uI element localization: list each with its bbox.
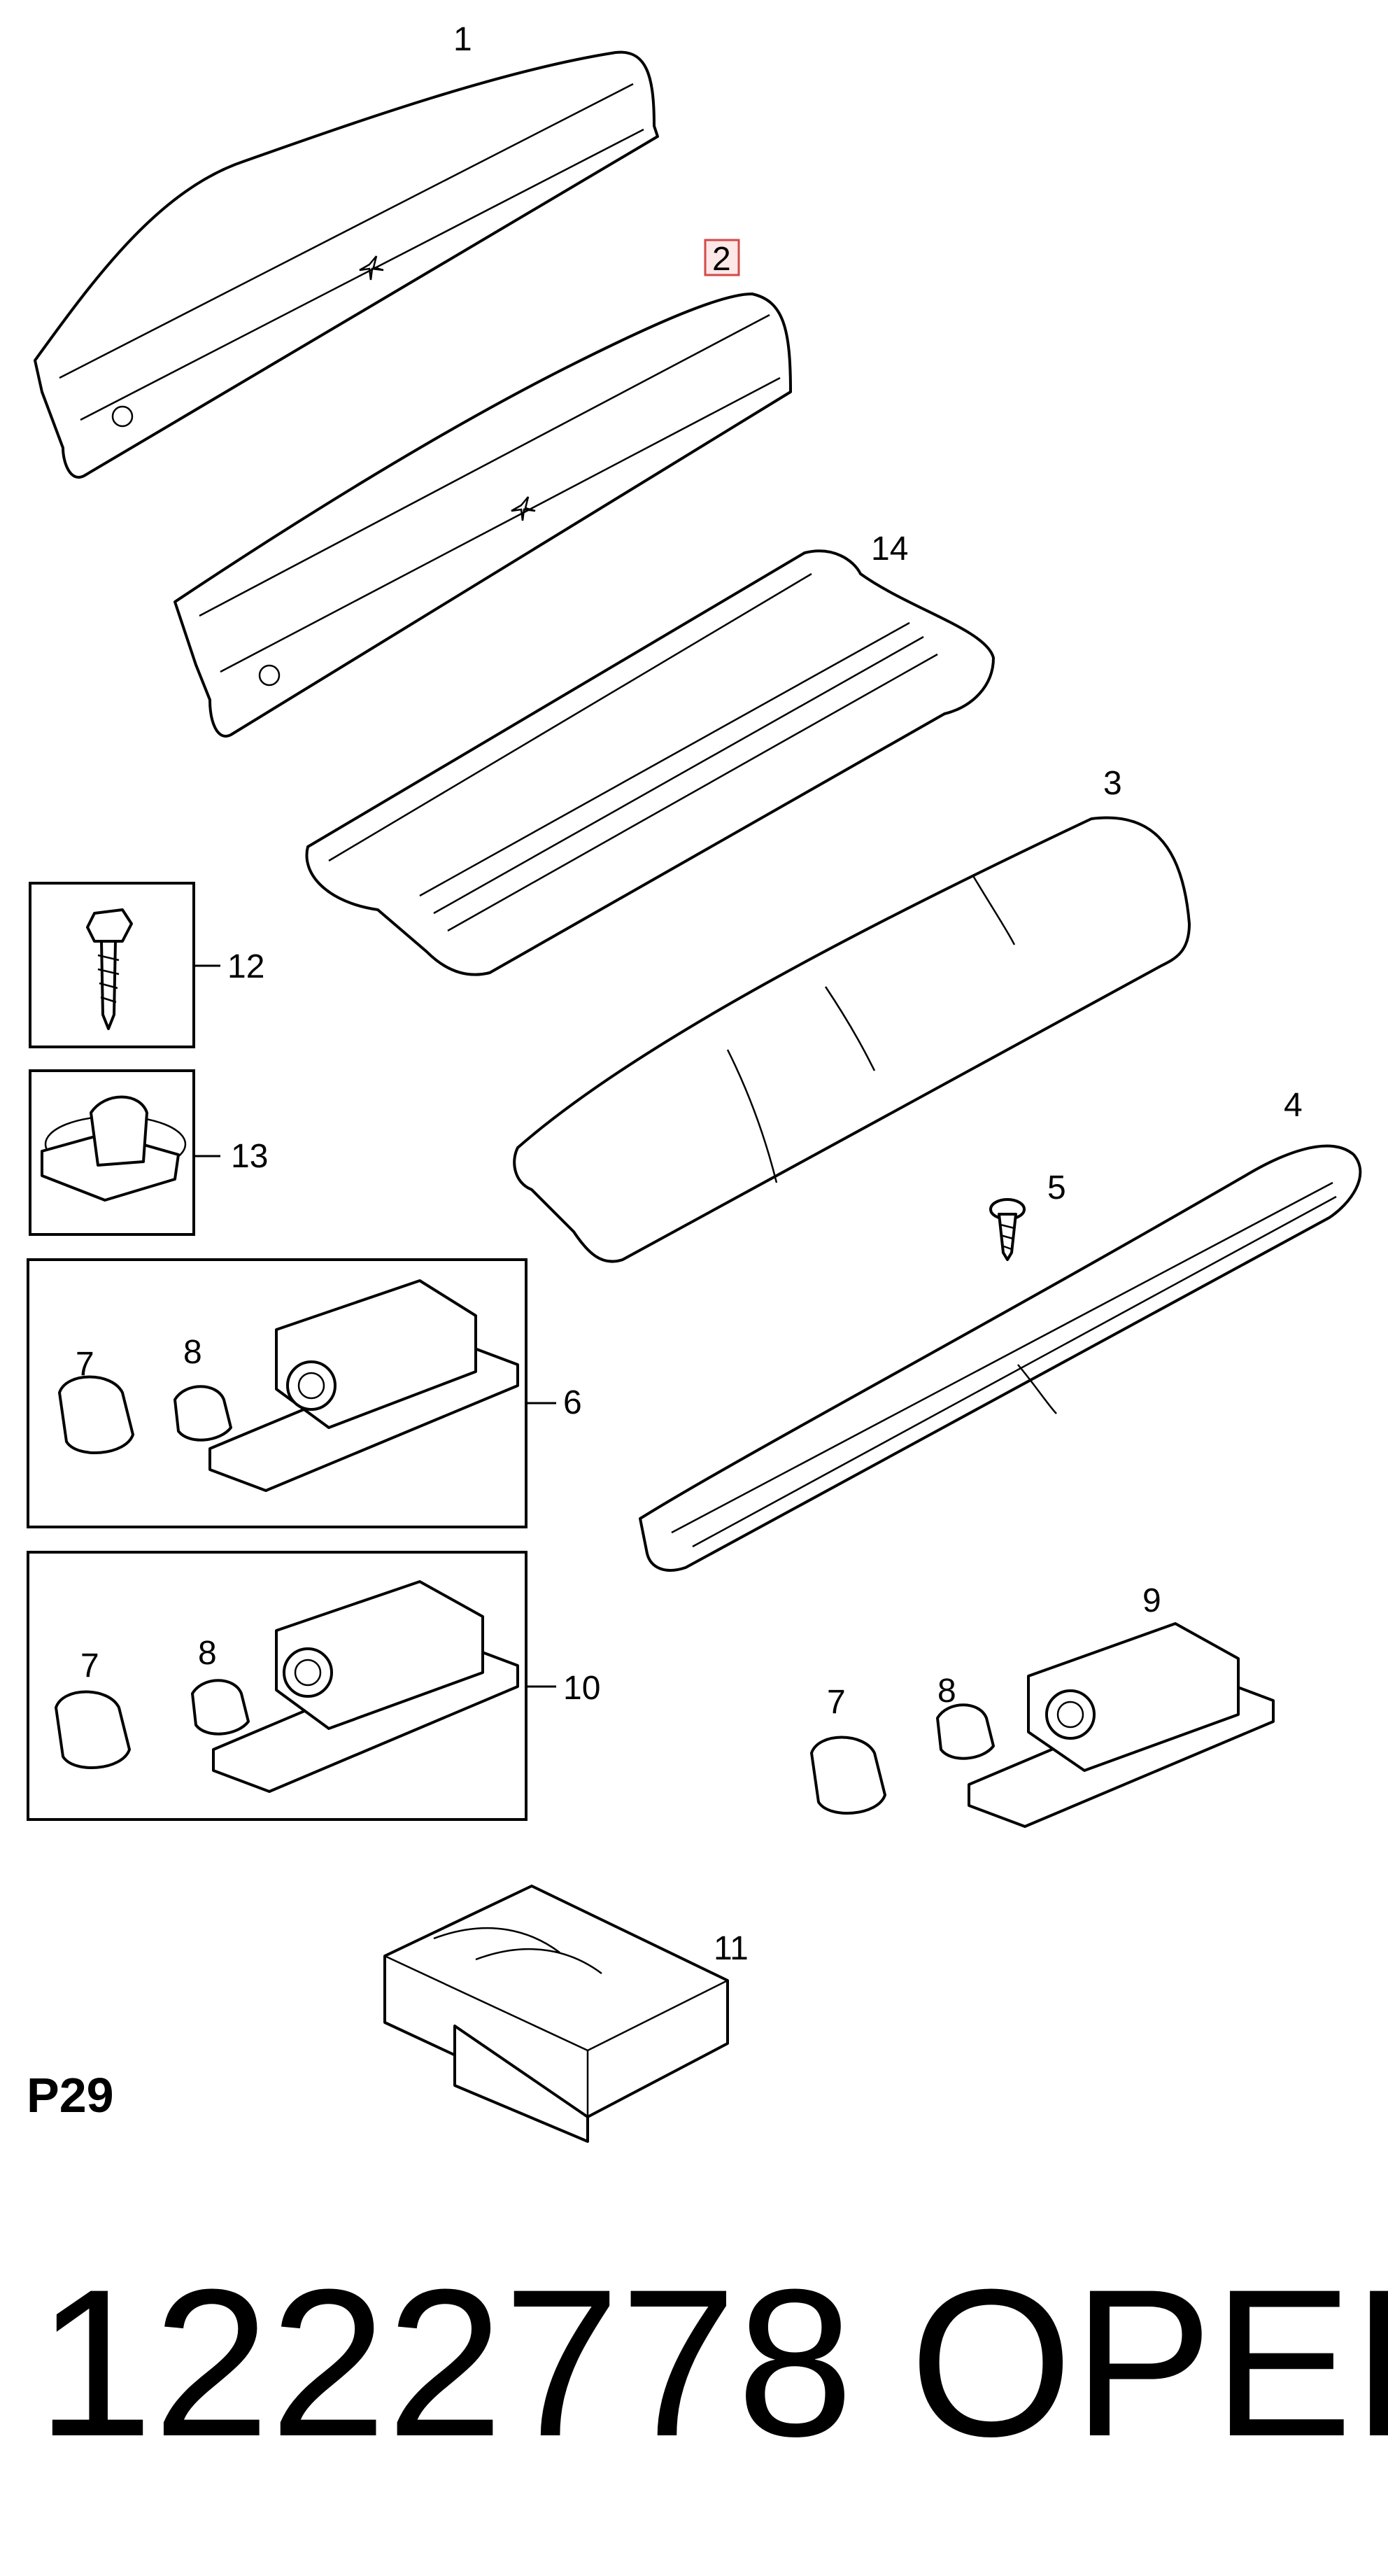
callout-9: 9 xyxy=(1142,1582,1161,1619)
callout-3: 3 xyxy=(1103,765,1122,802)
callout-7-box10: 7 xyxy=(80,1647,99,1684)
callout-11: 11 xyxy=(714,1930,749,1967)
part-5-screw xyxy=(989,1198,1026,1261)
callout-10: 10 xyxy=(563,1670,600,1707)
callout-13: 13 xyxy=(231,1138,268,1175)
part-9-lamp-assembly xyxy=(810,1622,1275,1828)
part-10-lamp-assembly xyxy=(27,1551,527,1821)
part-13-clip xyxy=(29,1069,195,1236)
brand-name: OPEL xyxy=(909,2245,1388,2480)
part-4-lamp-bar xyxy=(639,1144,1362,1572)
callout-8-part9: 8 xyxy=(937,1673,956,1710)
callout-7-box6: 7 xyxy=(76,1346,94,1383)
part-11-module xyxy=(383,1885,729,2143)
callout-1: 1 xyxy=(453,21,472,58)
page-code: P29 xyxy=(27,2068,114,2123)
callout-6: 6 xyxy=(563,1384,582,1421)
callout-4: 4 xyxy=(1284,1087,1303,1124)
callout-5: 5 xyxy=(1047,1169,1066,1206)
leader-lines xyxy=(194,964,556,1688)
part-3-lens-cover xyxy=(513,816,1191,1263)
callout-12: 12 xyxy=(227,948,264,985)
callout-7-part9: 7 xyxy=(827,1684,846,1721)
part-number: 1222778 xyxy=(36,2245,854,2480)
part-2-cover xyxy=(174,293,792,738)
callout-8-box10: 8 xyxy=(198,1635,217,1672)
part-12-bolt xyxy=(29,882,195,1048)
part-6-lamp-assembly xyxy=(27,1258,527,1528)
callout-2: 2 xyxy=(712,241,731,278)
part-14-brake-light-housing xyxy=(305,549,995,976)
callout-14: 14 xyxy=(871,530,908,568)
part-1-cover xyxy=(34,50,659,479)
callout-8-box6: 8 xyxy=(183,1334,202,1371)
highlight-box-2 xyxy=(704,239,740,276)
